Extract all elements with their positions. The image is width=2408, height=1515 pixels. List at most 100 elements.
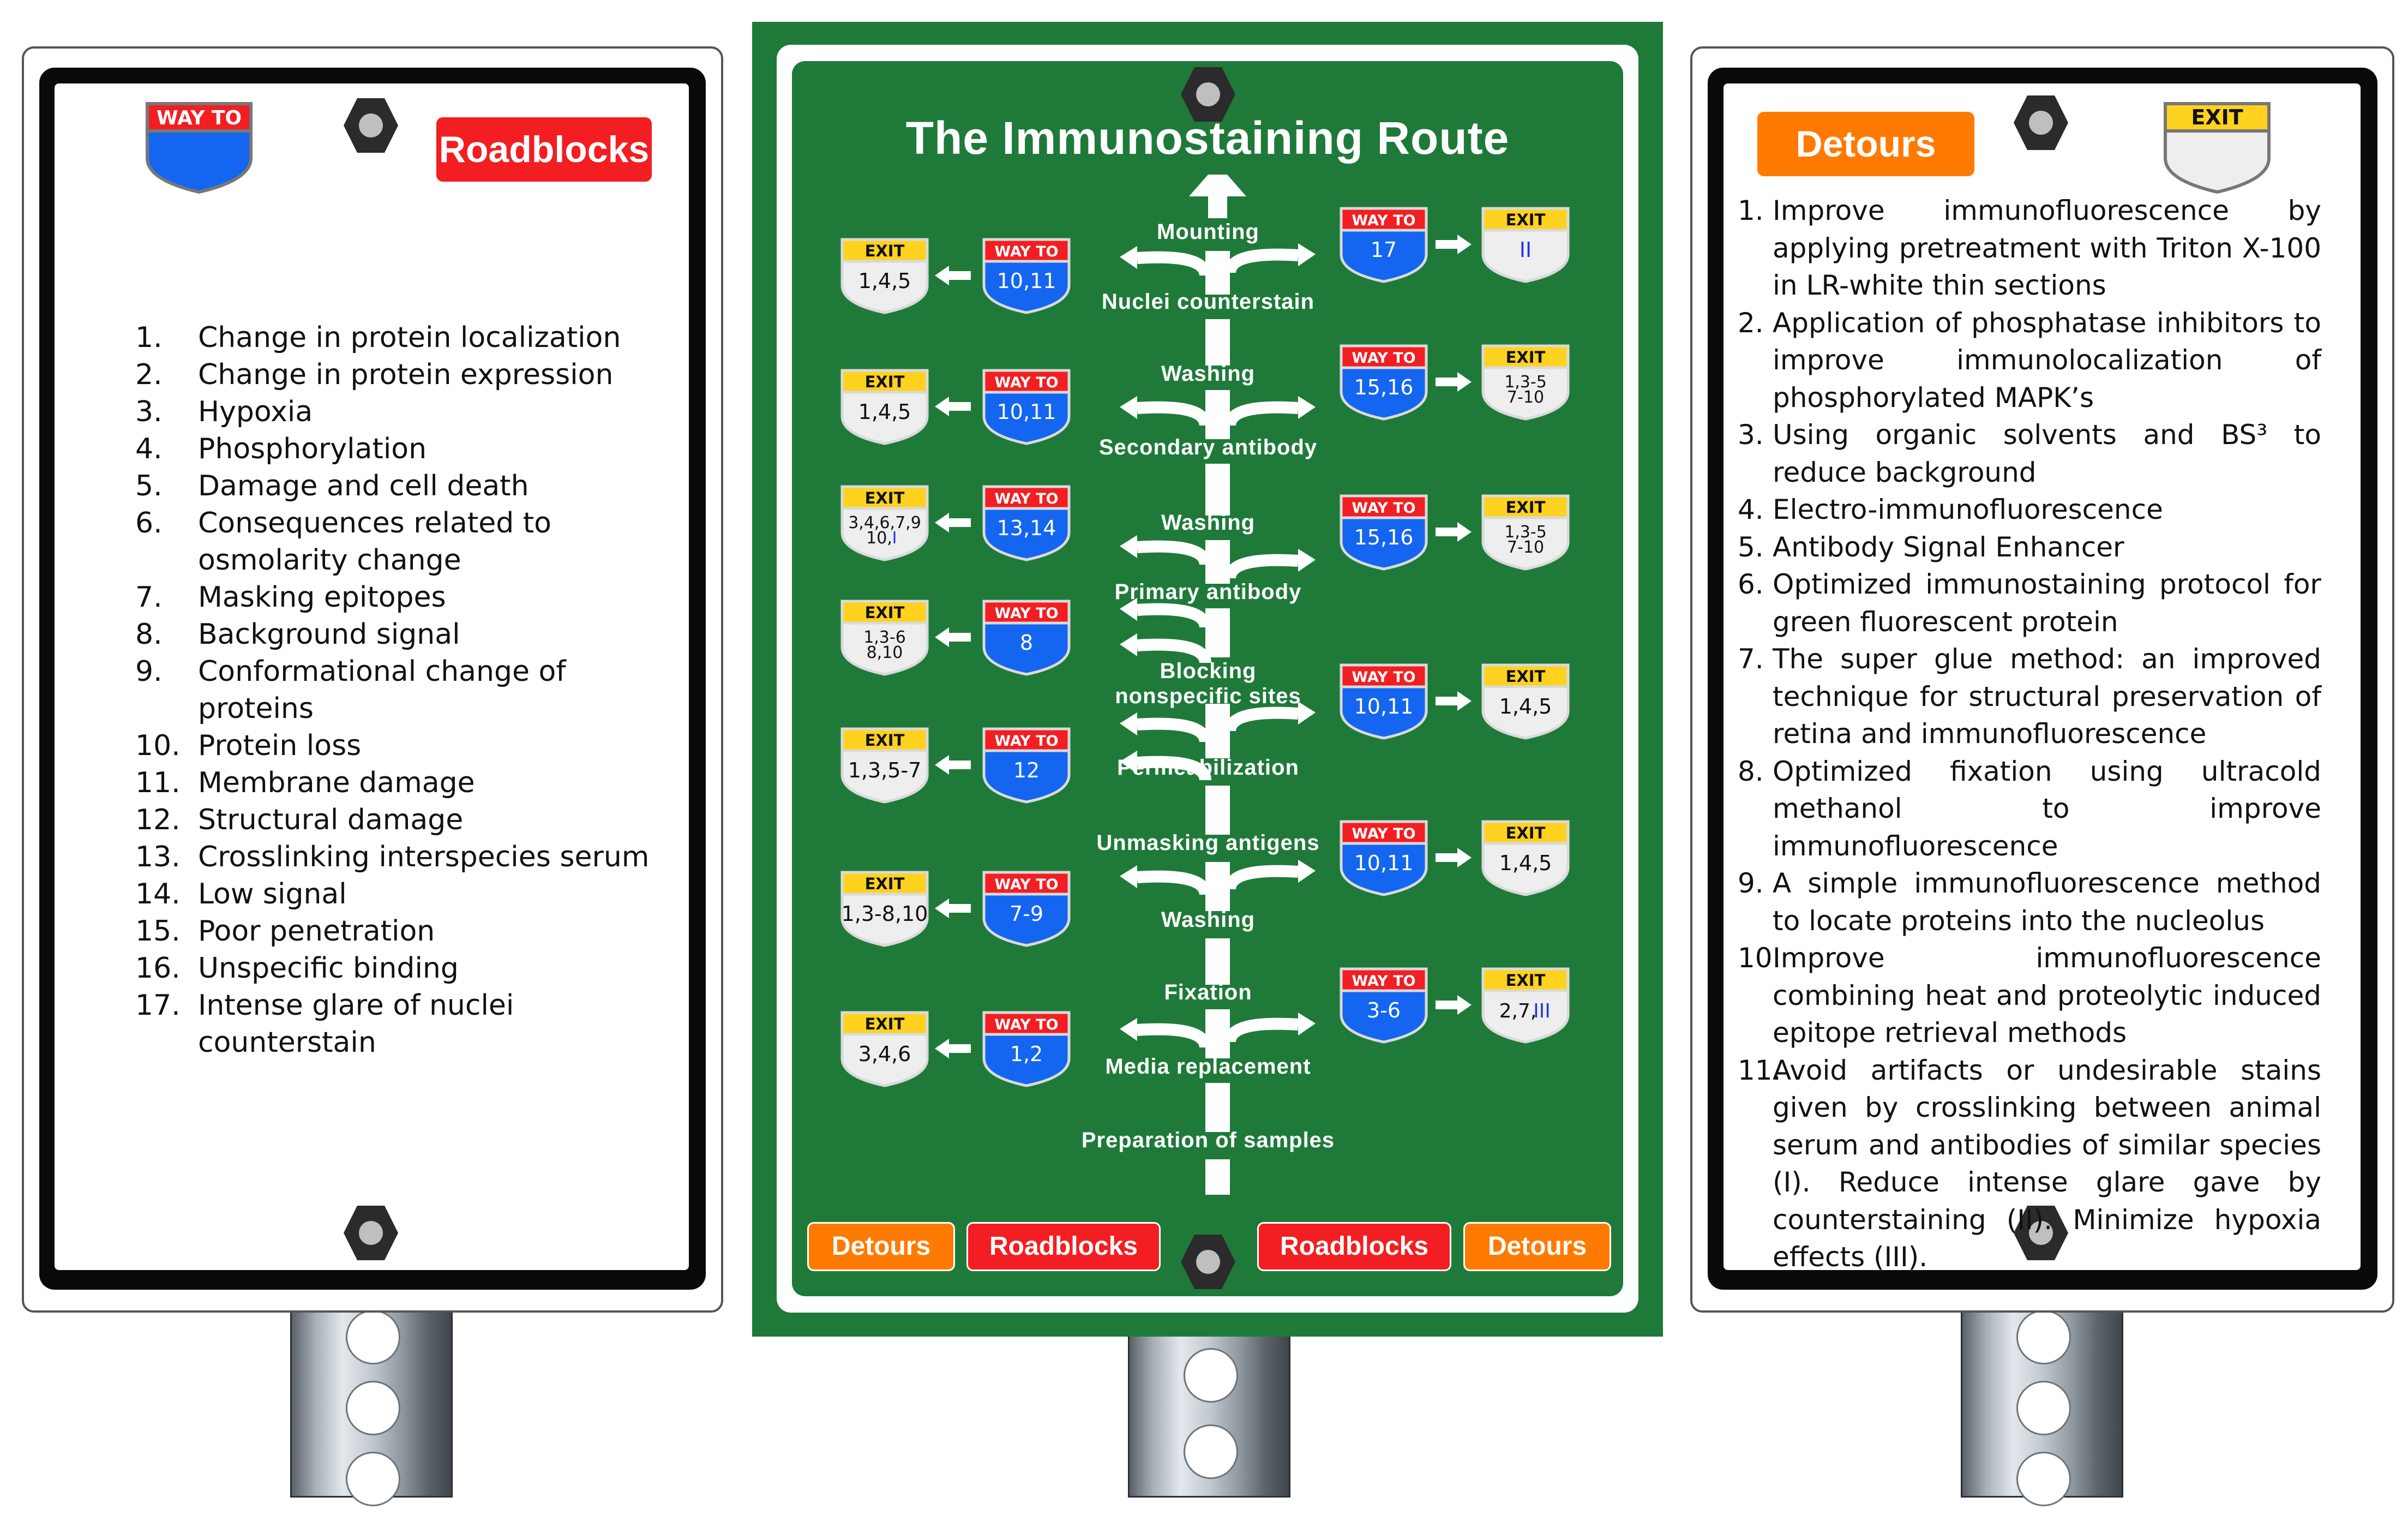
sign-body <box>840 1033 929 1087</box>
branch-road <box>1224 248 1299 274</box>
exit-roman-numeral: III <box>1533 1000 1551 1022</box>
bolt-icon <box>2014 1206 2068 1260</box>
left-arrow-shaft <box>949 1044 971 1053</box>
list-item-number: 1. <box>135 321 163 354</box>
list-item-number: 2. <box>1738 307 1764 339</box>
roadblocks-button[interactable]: Roadblocks <box>966 1222 1161 1271</box>
center-sign-post <box>1128 1308 1290 1498</box>
list-item: 3.Hypoxia <box>135 393 686 430</box>
list-item-number: 6. <box>135 507 163 540</box>
route-step-label: Washing <box>1161 511 1256 535</box>
detours-button[interactable]: Detours <box>807 1222 955 1271</box>
list-item-number: 10. <box>135 729 181 762</box>
list-item-number: 5. <box>135 470 163 502</box>
bolt-icon <box>2014 95 2068 150</box>
detours-list: 1.Improve immunofluorescence by applying… <box>1738 192 2321 1276</box>
list-item-number: 2. <box>135 358 163 391</box>
road-segment <box>1205 786 1230 835</box>
detours-header: Detours <box>1757 112 1974 176</box>
sign-body <box>1340 366 1428 421</box>
list-item-text: Application of phosphatase inhibitors to… <box>1773 307 2321 414</box>
left-arrow-shaft <box>949 904 971 913</box>
exit-number: 3,4,6 <box>858 1042 911 1066</box>
list-item-number: 9. <box>135 655 163 688</box>
sign-body <box>982 260 1071 314</box>
exit-top-text: EXIT <box>2191 105 2243 129</box>
sign-top-text: WAY TO <box>994 605 1058 622</box>
sign-top-text: EXIT <box>1506 971 1546 990</box>
route-step-label: Primary antibody <box>1114 580 1302 604</box>
route-step-label: Media replacement <box>1105 1055 1311 1079</box>
exit-number: 7-10 <box>1507 538 1544 557</box>
route-step-label: Preparation of samples <box>1081 1128 1335 1152</box>
list-item: 1.Improve immunofluorescence by applying… <box>1738 192 2321 304</box>
right-arrow-shaft <box>1436 378 1457 386</box>
branch-arrowhead <box>1298 860 1316 883</box>
list-item-text: Using organic solvents and BS³ to reduce… <box>1773 419 2321 488</box>
branch-road <box>1137 1023 1211 1049</box>
route-step-label: Fixation <box>1164 980 1252 1004</box>
left-arrow-icon <box>935 397 949 416</box>
list-item: 16.Unspecific binding <box>135 950 686 987</box>
list-item-text: Background signal <box>198 618 460 651</box>
left-arrow-shaft <box>949 633 971 642</box>
branch-arrowhead <box>1120 396 1137 419</box>
branch-road <box>1224 865 1299 890</box>
branch-arrowhead <box>1298 1013 1316 1035</box>
list-item-text: Avoid artifacts or undesirable stains gi… <box>1773 1054 2321 1273</box>
list-item: 12.Structural damage <box>135 801 686 839</box>
sign-body <box>1481 989 1570 1044</box>
sign-top-text: EXIT <box>865 731 905 750</box>
exit-number: 7-10 <box>1507 388 1544 407</box>
sign-top-text: WAY TO <box>1352 825 1415 842</box>
sign-body <box>1340 685 1428 740</box>
list-item: 7.The super glue method: an improved tec… <box>1738 640 2321 753</box>
list-item-text: Consequences related to osmolarity chang… <box>198 507 551 577</box>
list-item: 10.Protein loss <box>135 727 686 764</box>
list-item-text: Optimized immunostaining protocol for gr… <box>1773 568 2321 638</box>
list-item: 8.Optimized fixation using ultracold met… <box>1738 753 2321 865</box>
way-to-number: 1,2 <box>1010 1042 1043 1066</box>
road-segment <box>1205 1083 1230 1132</box>
way-to-number: 17 <box>1371 238 1397 262</box>
sign-body <box>1340 516 1428 571</box>
list-item-number: 7. <box>135 581 163 614</box>
list-item-number: 1. <box>1738 195 1764 226</box>
right-arrow-shaft <box>1436 697 1457 705</box>
list-item: 6. Consequences related to osmolarity cha… <box>135 505 686 579</box>
detours-sign-panel <box>1724 83 2361 1270</box>
roadblocks-button[interactable]: Roadblocks <box>1257 1222 1451 1271</box>
left-arrow-icon <box>935 513 949 532</box>
route-step-label: Blocking nonspecific sites <box>1115 659 1301 708</box>
list-item-number: 8. <box>1738 755 1764 787</box>
sign-body <box>1481 842 1570 896</box>
sign-body <box>982 893 1071 947</box>
shield-top-text: WAY TO <box>157 107 242 129</box>
list-item-number: 3. <box>1738 419 1764 451</box>
list-item-number: 9. <box>1738 867 1764 899</box>
sign-top-text: EXIT <box>865 875 905 893</box>
left-arrow-shaft <box>949 271 971 280</box>
list-item-number: 4. <box>1738 494 1764 525</box>
list-item-number: 13. <box>135 841 181 873</box>
detours-button[interactable]: Detours <box>1463 1222 1611 1271</box>
right-arrow-icon <box>1457 995 1472 1015</box>
left-arrow-icon <box>935 266 949 285</box>
sign-top-text: WAY TO <box>994 490 1058 507</box>
roadblocks-header: Roadblocks <box>436 117 652 182</box>
sign-top-text: WAY TO <box>994 876 1058 893</box>
sign-body <box>982 749 1071 804</box>
sign-body <box>840 507 929 561</box>
sign-top-text: EXIT <box>865 1015 905 1033</box>
sign-body <box>1481 685 1570 740</box>
sign-body <box>1481 516 1570 571</box>
exit-number: 10, <box>866 529 892 548</box>
sign-top-text: EXIT <box>865 489 905 507</box>
left-arrow-icon <box>935 627 949 647</box>
